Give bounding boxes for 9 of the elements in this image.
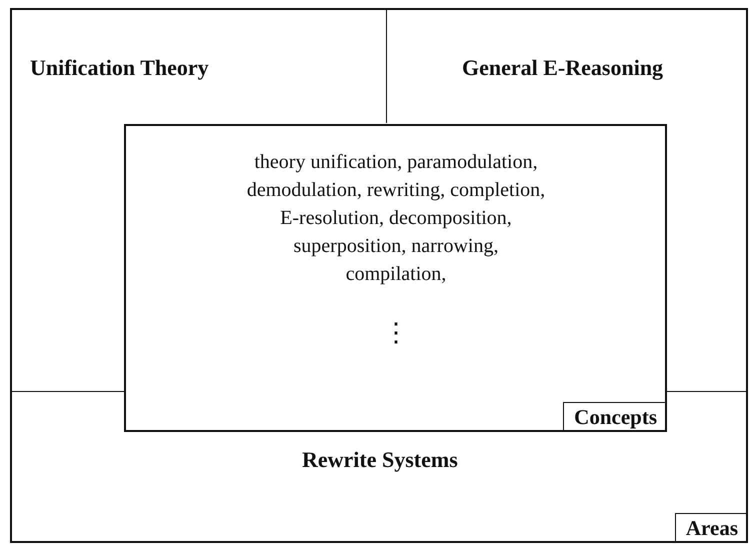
region-title: Rewrite Systems [302, 447, 458, 473]
region-title: Unification Theory [30, 55, 209, 81]
ellipsis-dots: ⋮ [382, 318, 410, 348]
region-title: General E-Reasoning [462, 55, 664, 81]
concepts-box [124, 124, 667, 432]
corner-tag: Concepts [563, 402, 665, 430]
concept-list: theory unification, paramodulation, demodulation, rewriting, completion, E-resolution, decomposition, superposition, narrowing, compilation, [246, 148, 546, 288]
corner-tag: Areas [674, 513, 746, 541]
outer-frame [10, 8, 748, 543]
